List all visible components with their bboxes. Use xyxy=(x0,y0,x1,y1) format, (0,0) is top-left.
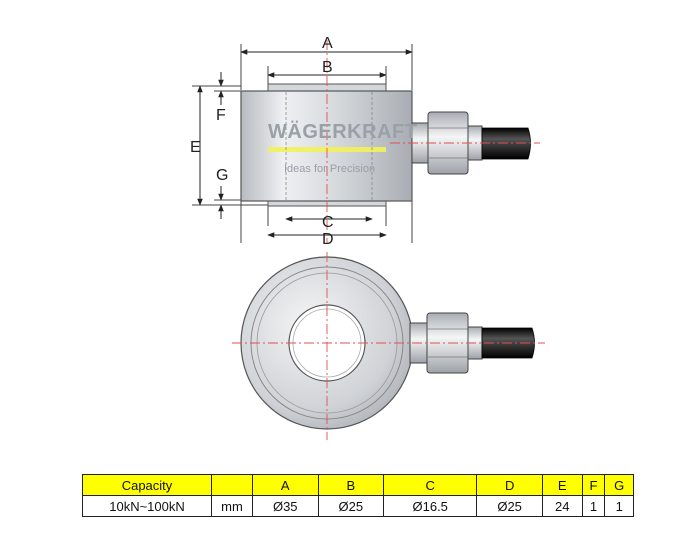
cell-unit: mm xyxy=(211,495,253,517)
header-b: B xyxy=(317,474,385,496)
header-c: C xyxy=(383,474,478,496)
cell-c: Ø16.5 xyxy=(383,495,478,517)
dim-label-a: A xyxy=(322,35,333,52)
cell-e: 24 xyxy=(541,495,583,517)
top-view xyxy=(232,252,545,440)
side-view: WÄGERKRAFT Ideas for Precision A B C D E… xyxy=(190,35,540,248)
dim-label-g: G xyxy=(216,167,228,184)
header-a: A xyxy=(252,474,319,496)
cell-a: Ø35 xyxy=(252,495,319,517)
cell-g: 1 xyxy=(604,495,634,517)
dim-label-f: F xyxy=(216,107,226,124)
cell-d: Ø25 xyxy=(476,495,543,517)
cell-b: Ø25 xyxy=(317,495,385,517)
cylinder-body xyxy=(240,90,413,202)
header-g: G xyxy=(604,474,634,496)
header-e: E xyxy=(541,474,583,496)
technical-drawing: WÄGERKRAFT Ideas for Precision A B C D E… xyxy=(190,35,545,440)
dim-label-d: D xyxy=(322,231,334,248)
header-unit xyxy=(211,474,253,496)
watermark-tagline: Ideas for Precision xyxy=(284,163,375,175)
cell-capacity: 10kN~100kN xyxy=(82,495,212,517)
spec-table: Capacity A B C D E F G 10kN~100kN mm Ø35… xyxy=(82,474,634,517)
header-f: F xyxy=(581,474,606,496)
spec-table-header-row: Capacity A B C D E F G xyxy=(82,474,634,496)
dim-label-b: B xyxy=(322,59,333,76)
cell-f: 1 xyxy=(581,495,606,517)
cable xyxy=(481,127,531,160)
table-row: 10kN~100kN mm Ø35 Ø25 Ø16.5 Ø25 24 1 1 xyxy=(82,495,634,517)
header-capacity: Capacity xyxy=(82,474,212,496)
header-d: D xyxy=(476,474,543,496)
dim-label-c: C xyxy=(322,214,334,231)
watermark-brand: WÄGERKRAFT xyxy=(268,120,417,143)
dim-label-e: E xyxy=(190,139,201,156)
